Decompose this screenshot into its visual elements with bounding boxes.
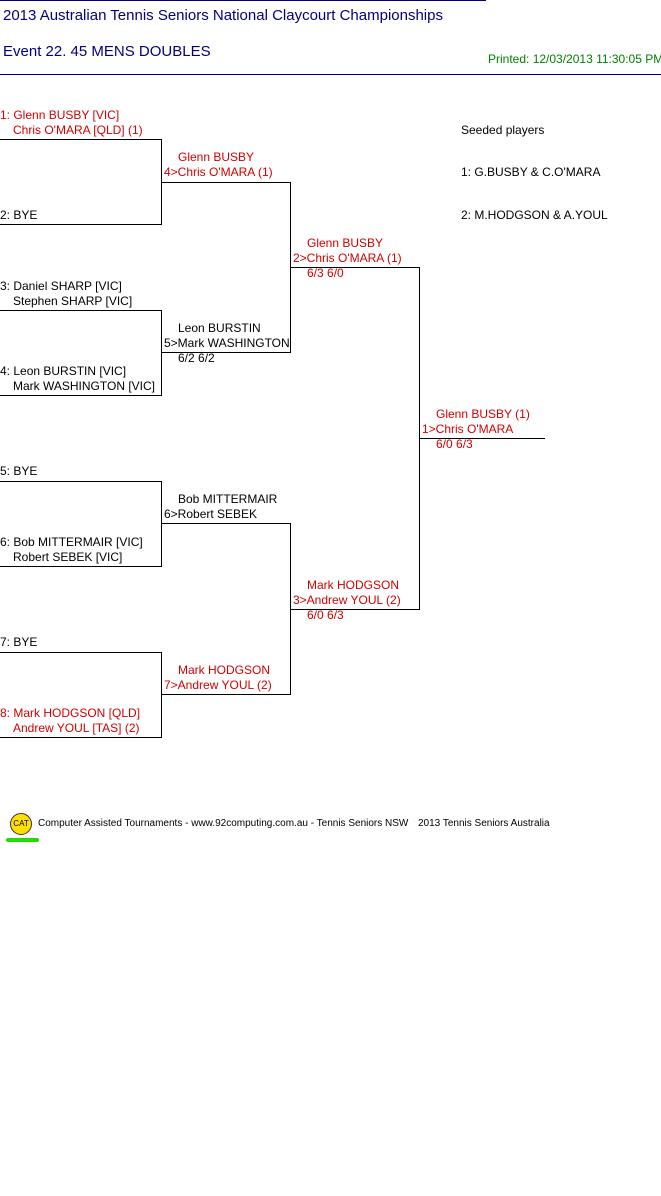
footer-credit: Computer Assisted Tournaments - www.92co… bbox=[38, 818, 409, 829]
bracket-line bbox=[0, 481, 162, 482]
bracket-line bbox=[161, 694, 291, 695]
r1-entry-4-line1: 4: Leon BURSTIN [VIC] bbox=[0, 364, 127, 378]
r2-match-2-line1: Leon BURSTIN bbox=[178, 321, 261, 335]
r3-match-1-line1: Glenn BUSBY bbox=[307, 236, 384, 250]
bracket-line bbox=[0, 310, 162, 311]
r3-match-1-score: 6/3 6/0 bbox=[307, 266, 344, 280]
final-score: 6/0 6/3 bbox=[436, 437, 473, 451]
bracket-line bbox=[0, 139, 162, 140]
r2-match-1-line2: 4>Chris O'MARA (1) bbox=[164, 165, 273, 179]
bracket-line bbox=[161, 523, 291, 524]
r1-entry-7-line1: 7: BYE bbox=[0, 635, 38, 649]
r1-entry-2-line1: 2: BYE bbox=[0, 208, 38, 222]
r2-match-3-line1: Bob MITTERMAIR bbox=[178, 492, 278, 506]
r1-entry-5-line1: 5: BYE bbox=[0, 464, 38, 478]
r1-entry-3-line1: 3: Daniel SHARP [VIC] bbox=[0, 279, 122, 293]
r2-match-2-line2: 5>Mark WASHINGTON bbox=[164, 336, 290, 350]
r2-match-2-score: 6/2 6/2 bbox=[178, 351, 215, 365]
page-title: 2013 Australian Tennis Seniors National … bbox=[3, 7, 443, 24]
final-line1: Glenn BUSBY (1) bbox=[436, 407, 530, 421]
seeds-heading: Seeded players bbox=[461, 123, 545, 137]
final-line2: 1>Chris O'MARA bbox=[422, 422, 514, 436]
r1-entry-4-line2: Mark WASHINGTON [VIC] bbox=[13, 379, 156, 393]
r1-entry-1-line1: 1: Glenn BUSBY [VIC] bbox=[0, 108, 120, 122]
event-title: Event 22. 45 MENS DOUBLES bbox=[3, 43, 211, 60]
r2-match-4-line2: 7>Andrew YOUL (2) bbox=[164, 678, 272, 692]
bracket-line bbox=[0, 395, 162, 396]
cat-logo-icon: CAT bbox=[10, 813, 32, 835]
bracket-line bbox=[290, 267, 420, 268]
bracket-line bbox=[0, 652, 162, 653]
printed-timestamp: Printed: 12/03/2013 11:30:05 PM bbox=[488, 52, 661, 66]
footer-copyright: 2013 Tennis Seniors Australia bbox=[418, 818, 550, 829]
r1-entry-8-line1: 8: Mark HODGSON [QLD] bbox=[0, 706, 141, 720]
bracket-line bbox=[290, 609, 420, 610]
r3-match-2-line2: 3>Andrew YOUL (2) bbox=[293, 593, 401, 607]
bracket-line bbox=[0, 224, 162, 225]
bracket-line bbox=[419, 438, 545, 439]
bracket-line bbox=[0, 737, 162, 738]
r3-match-1-line2: 2>Chris O'MARA (1) bbox=[293, 251, 402, 265]
r1-entry-3-line2: Stephen SHARP [VIC] bbox=[13, 294, 133, 308]
bracket-line bbox=[161, 182, 291, 183]
r3-match-2-score: 6/0 6/3 bbox=[307, 608, 344, 622]
r3-match-2-line1: Mark HODGSON bbox=[307, 578, 400, 592]
r1-entry-1-line2: Chris O'MARA [QLD] (1) bbox=[13, 123, 143, 137]
bracket-connector bbox=[161, 481, 162, 567]
r2-match-3-line2: 6>Robert SEBEK bbox=[164, 507, 258, 521]
header-rule bbox=[0, 74, 661, 75]
bracket-line bbox=[0, 566, 162, 567]
r1-entry-8-line2: Andrew YOUL [TAS] (2) bbox=[13, 721, 140, 735]
r2-match-1-line1: Glenn BUSBY bbox=[178, 150, 255, 164]
bracket-line bbox=[161, 352, 291, 353]
seed-item-2: 2: M.HODGSON & A.YOUL bbox=[461, 208, 608, 222]
r1-entry-6-line2: Robert SEBEK [VIC] bbox=[13, 550, 123, 564]
seed-item-1: 1: G.BUSBY & C.O'MARA bbox=[461, 165, 601, 179]
bracket-connector bbox=[161, 652, 162, 738]
top-rule bbox=[0, 0, 486, 1]
logo-underline bbox=[6, 838, 39, 842]
r2-match-4-line1: Mark HODGSON bbox=[178, 663, 271, 677]
bracket-connector bbox=[161, 310, 162, 396]
r1-entry-6-line1: 6: Bob MITTERMAIR [VIC] bbox=[0, 535, 143, 549]
